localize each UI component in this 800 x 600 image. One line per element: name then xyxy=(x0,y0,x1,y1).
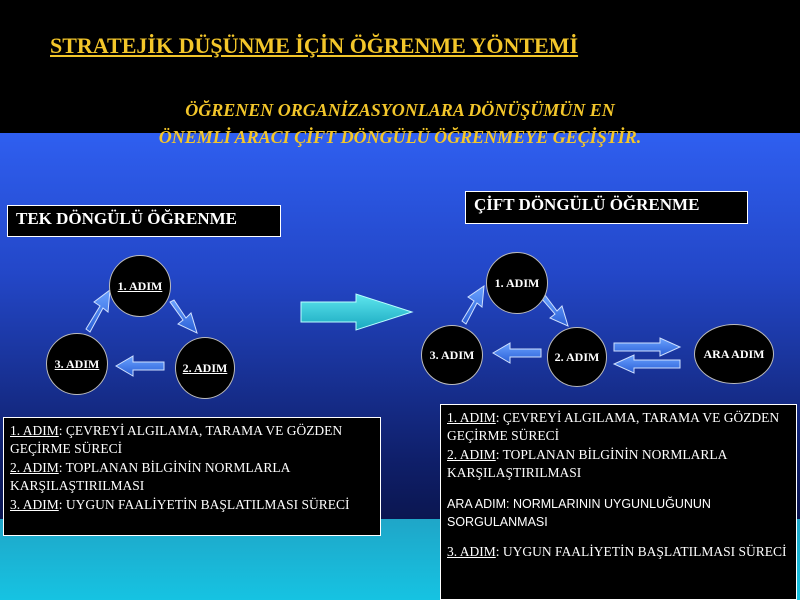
double-desc-item-1: 1. ADIM: ÇEVREYİ ALGILAMA, TARAMA VE GÖZ… xyxy=(447,410,780,444)
single-arrow-1-to-2 xyxy=(169,299,198,334)
transition-arrow xyxy=(300,293,414,331)
single-node-step-1-label: 1. ADIM xyxy=(117,278,163,293)
double-node-step-1-label: 1. ADIM xyxy=(494,275,540,290)
double-desc-item-2: 2. ADIM: TOPLANAN BİLGİNİN NORMLARLA KAR… xyxy=(447,446,727,481)
double-node-step-3-label: 3. ADIM xyxy=(429,347,475,362)
double-desc-item-ara: ARA ADIM: NORMLARININ UYGUNLUĞUNUN SORGU… xyxy=(447,496,711,530)
double-loop-label: ÇİFT DÖNGÜLÜ ÖĞRENME xyxy=(465,191,748,224)
double-arrow-2-to-3 xyxy=(492,342,542,364)
double-node-step-2: 2. ADIM xyxy=(547,327,607,387)
slide-subtitle: ÖĞRENEN ORGANİZASYONLARA DÖNÜŞÜMÜN EN ÖN… xyxy=(60,97,740,151)
subtitle-line-1: ÖĞRENEN ORGANİZASYONLARA DÖNÜŞÜMÜN EN xyxy=(185,100,615,120)
double-arrow-ara-to-2 xyxy=(612,354,681,374)
double-node-ara-step: ARA ADIM xyxy=(694,324,774,384)
single-loop-description: 1. ADIM: ÇEVREYİ ALGILAMA, TARAMA VE GÖZ… xyxy=(3,417,381,536)
single-loop-label: TEK DÖNGÜLÜ ÖĞRENME xyxy=(7,205,281,237)
single-desc-item-3: 3. ADIM: UYGUN FAALİYETİN BAŞLATILMASI S… xyxy=(10,496,350,512)
double-node-step-1: 1. ADIM xyxy=(486,252,548,314)
double-arrow-1-to-2 xyxy=(540,294,569,327)
double-node-ara-label: ARA ADIM xyxy=(703,346,765,361)
double-arrow-2-to-ara xyxy=(613,337,682,357)
subtitle-line-2: ÖNEMLİ ARACI ÇİFT DÖNGÜLÜ ÖĞRENMEYE GEÇİ… xyxy=(158,127,642,147)
single-node-step-3: 3. ADIM xyxy=(46,333,108,395)
double-loop-description: 1. ADIM: ÇEVREYİ ALGILAMA, TARAMA VE GÖZ… xyxy=(440,404,797,600)
single-node-step-2: 2. ADIM xyxy=(175,337,235,399)
single-desc-item-1: 1. ADIM: ÇEVREYİ ALGILAMA, TARAMA VE GÖZ… xyxy=(10,423,343,457)
slide-title: STRATEJİK DÜŞÜNME İÇİN ÖĞRENME YÖNTEMİ xyxy=(50,33,579,58)
double-node-step-3: 3. ADIM xyxy=(421,325,483,385)
double-arrow-3-to-1 xyxy=(461,284,485,325)
single-desc-item-2: 2. ADIM: TOPLANAN BİLGİNİN NORMLARLA KAR… xyxy=(10,459,290,494)
single-node-step-1: 1. ADIM xyxy=(109,255,171,317)
double-desc-item-3: 3. ADIM: UYGUN FAALİYETİN BAŞLATILMASI S… xyxy=(447,544,787,560)
single-node-step-2-label: 2. ADIM xyxy=(182,360,228,375)
single-node-step-3-label: 3. ADIM xyxy=(54,356,100,371)
single-arrow-2-to-3 xyxy=(115,355,165,377)
single-arrow-3-to-1 xyxy=(85,288,111,333)
double-node-step-2-label: 2. ADIM xyxy=(554,349,600,364)
